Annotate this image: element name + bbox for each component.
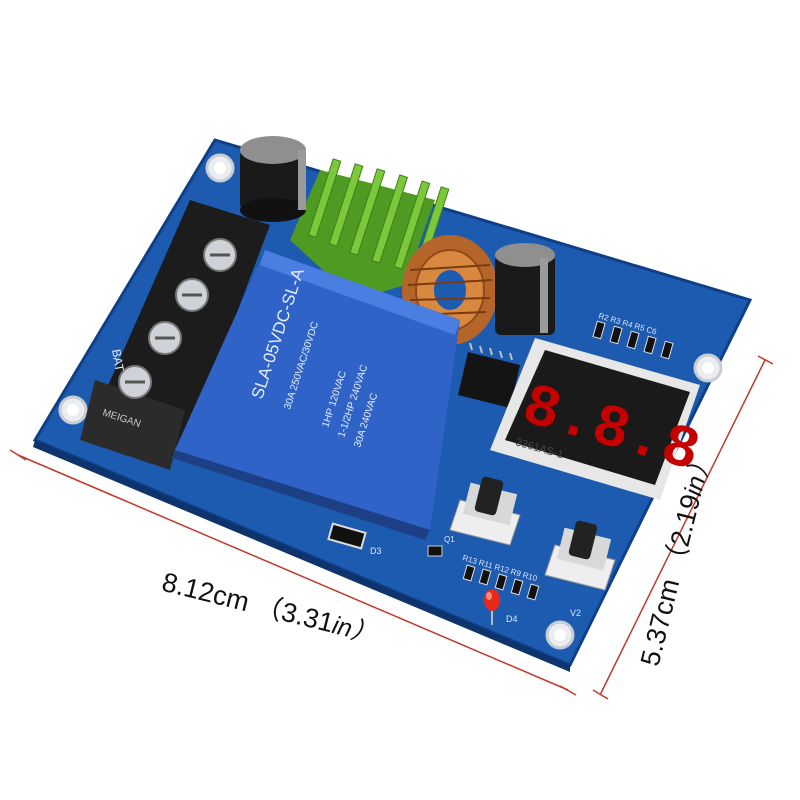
smd-resistor-array bbox=[592, 320, 674, 360]
screw bbox=[118, 365, 152, 399]
silkscreen-label: D4 bbox=[506, 614, 518, 624]
push-button bbox=[544, 520, 616, 591]
mounting-hole bbox=[693, 353, 723, 383]
height-dimension-line bbox=[592, 355, 774, 700]
mounting-hole bbox=[545, 620, 575, 650]
relay: SLA-05VDC-SL-A 30A 250VAC/30VDC 1HP 120V… bbox=[172, 250, 460, 540]
mounting-hole bbox=[205, 153, 235, 183]
terminal-bat-label: BAT bbox=[109, 348, 127, 373]
width-dimension-line bbox=[9, 449, 577, 696]
heatsink bbox=[290, 158, 450, 300]
capacitor bbox=[240, 136, 306, 222]
ic-chip bbox=[458, 342, 520, 408]
screw bbox=[203, 238, 237, 272]
push-button bbox=[449, 476, 521, 546]
mounting-hole bbox=[58, 395, 88, 425]
silkscreen-label: Q1 bbox=[444, 535, 455, 544]
screw-terminal-block: BAT MEIGAN bbox=[80, 200, 270, 470]
red-led bbox=[484, 589, 500, 625]
screw bbox=[175, 278, 209, 312]
screw bbox=[148, 321, 182, 355]
smd-resistor-array bbox=[462, 564, 540, 601]
silkscreen-label: D3 bbox=[370, 546, 382, 556]
capacitor bbox=[495, 243, 555, 335]
transistor bbox=[427, 545, 443, 557]
diode bbox=[327, 522, 367, 550]
silkscreen-label: V2 bbox=[570, 608, 581, 618]
